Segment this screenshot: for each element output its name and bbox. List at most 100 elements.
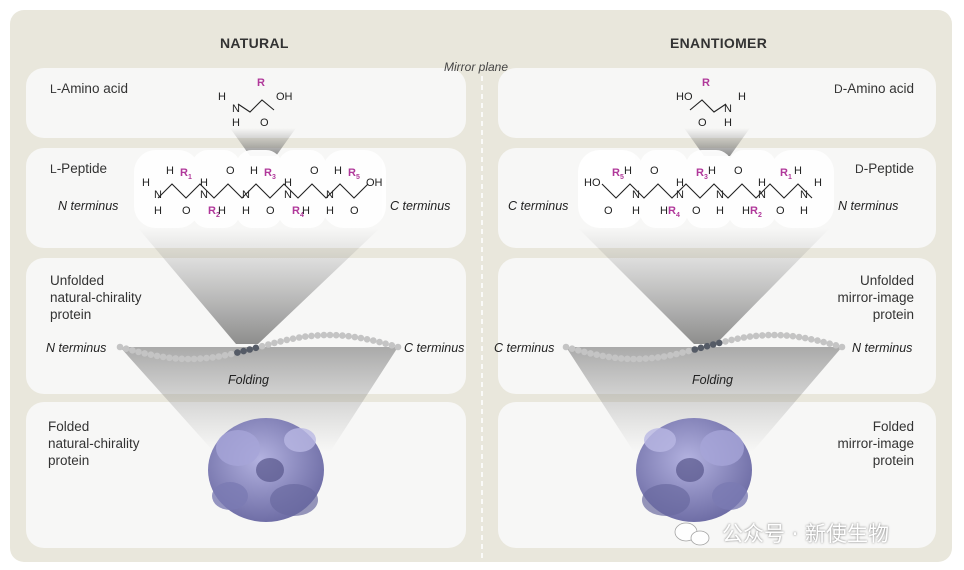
chain-bead: [302, 333, 309, 340]
chain-bead: [746, 333, 754, 340]
chain-bead: [197, 355, 204, 362]
chem-right-pep-7: H: [660, 206, 668, 217]
chem-h2-right-amino: H: [724, 118, 732, 129]
chain-bead: [252, 344, 260, 352]
chem-left-pep-12-symbol: R: [264, 167, 272, 179]
chem-right-pep-4-symbol: N: [632, 189, 640, 201]
chain-bead: [345, 332, 352, 340]
left-cone-amino: [230, 128, 296, 156]
right-cone-amino: [684, 128, 750, 156]
chain-bead: [599, 352, 607, 360]
chem-left-pep-23-symbol: N: [326, 189, 334, 201]
chem-left-pep-17-symbol: H: [284, 177, 292, 189]
chain-bead: [332, 331, 340, 339]
right-peptide-blobs: [578, 150, 834, 228]
chem-left-pep-8-subscript: 2: [215, 212, 220, 220]
chain-bead: [283, 336, 291, 344]
chain-bead: [234, 349, 241, 356]
chem-right-pep-22-subscript: 1: [787, 174, 792, 182]
chem-left-pep-1: N: [154, 190, 162, 201]
chain-bead: [203, 354, 210, 362]
right-bead-chain: [562, 331, 846, 363]
chem-left-pep-25: O: [350, 206, 359, 217]
chain-bead: [394, 343, 402, 351]
chem-left-pep-12: R3: [264, 168, 276, 183]
left-cone-peptide: [138, 228, 380, 344]
chain-bead: [246, 346, 253, 353]
left-peptide-backbone: [157, 183, 369, 199]
chem-right-pep-10-symbol: H: [676, 177, 684, 189]
chain-bead: [314, 332, 322, 339]
left-unfolded-line2: natural-chirality: [50, 290, 142, 305]
chain-bead: [820, 338, 827, 346]
chem-left-pep-7: H: [200, 178, 208, 189]
left-folded-line2: natural-chirality: [48, 436, 140, 451]
chain-bead: [277, 338, 284, 345]
right-amino-acid-panel: [498, 68, 936, 138]
right-amino-backbone: [689, 99, 727, 113]
chain-bead: [685, 347, 692, 355]
chain-bead: [363, 336, 371, 343]
chem-right-pep-13: H: [708, 166, 716, 177]
chem-right-pep-5-symbol: H: [632, 205, 640, 217]
chem-right-pep-2: R5: [612, 168, 624, 183]
chem-right-pep-6-symbol: O: [650, 165, 659, 177]
chem-right-pep-6: O: [650, 166, 659, 177]
chem-left-pep-5-symbol: O: [182, 205, 191, 217]
chain-bead: [673, 350, 680, 358]
chain-bead: [709, 341, 717, 348]
right-unfolded-line1: Unfolded: [859, 273, 914, 288]
chain-bead: [660, 353, 668, 360]
chain-bead: [153, 352, 161, 360]
chain-bead: [351, 333, 359, 341]
chem-left-pep-14-symbol: H: [242, 205, 250, 217]
chain-bead: [166, 354, 173, 362]
chem-left-pep-24-symbol: H: [326, 205, 334, 217]
chem-n-right-amino: N: [724, 104, 732, 115]
chem-right-pep-1: O: [604, 206, 613, 217]
chain-bead: [122, 345, 130, 353]
chain-bead: [593, 351, 600, 359]
chem-h2-left-amino: H: [232, 118, 240, 129]
chem-right-pep-21-symbol: O: [776, 205, 785, 217]
left-peptide-title: L-Peptide: [50, 160, 107, 178]
chain-bead: [814, 337, 821, 344]
chem-oh-left-amino: OH: [276, 92, 293, 103]
right-amino-acid-title: D-Amino acid: [800, 80, 914, 98]
chain-bead: [667, 352, 674, 359]
chem-right-pep-20-symbol: H: [758, 177, 766, 189]
chem-left-pep-10: O: [226, 166, 235, 177]
chain-bead: [691, 346, 699, 353]
chain-bead: [209, 354, 216, 361]
chain-bead: [587, 350, 594, 357]
chain-bead: [135, 348, 142, 356]
chain-bead: [783, 332, 791, 339]
left-unfolded-line3: protein: [50, 307, 92, 322]
chem-n-left-amino: N: [232, 104, 240, 115]
chem-left-pep-2-symbol: H: [154, 205, 162, 217]
mirror-plane-label: Mirror plane: [444, 60, 509, 74]
chain-bead: [172, 355, 179, 362]
chain-bead: [752, 332, 760, 340]
chem-right-pep-8: R4: [668, 206, 680, 221]
chem-left-pep-2: H: [154, 206, 162, 217]
right-chain-n-terminus: N terminus: [852, 341, 913, 355]
chem-right-pep-3: H: [624, 166, 632, 177]
chem-left-pep-20-symbol: O: [310, 165, 319, 177]
right-peptide-prefix: D: [855, 162, 864, 176]
chem-right-pep-10: H: [676, 178, 684, 189]
chain-bead: [376, 338, 383, 346]
chem-right-pep-26: H: [814, 178, 822, 189]
chem-left-pep-3-symbol: H: [166, 165, 174, 177]
chem-right-pep-13-symbol: H: [708, 165, 716, 177]
chem-right-pep-16-symbol: O: [734, 165, 743, 177]
right-unfolded-label: Unfolded mirror-image protein: [790, 272, 914, 323]
chem-right-pep-14: N: [716, 190, 724, 201]
chem-right-pep-5: H: [632, 206, 640, 217]
left-unfolded-line1: Unfolded: [50, 273, 105, 288]
chain-bead: [654, 354, 662, 361]
chem-left-pep-8: R2: [208, 206, 220, 221]
chem-r-left-amino: R: [257, 78, 265, 89]
right-folded-label: Folded mirror-image protein: [790, 418, 914, 469]
chain-bead: [258, 342, 266, 350]
